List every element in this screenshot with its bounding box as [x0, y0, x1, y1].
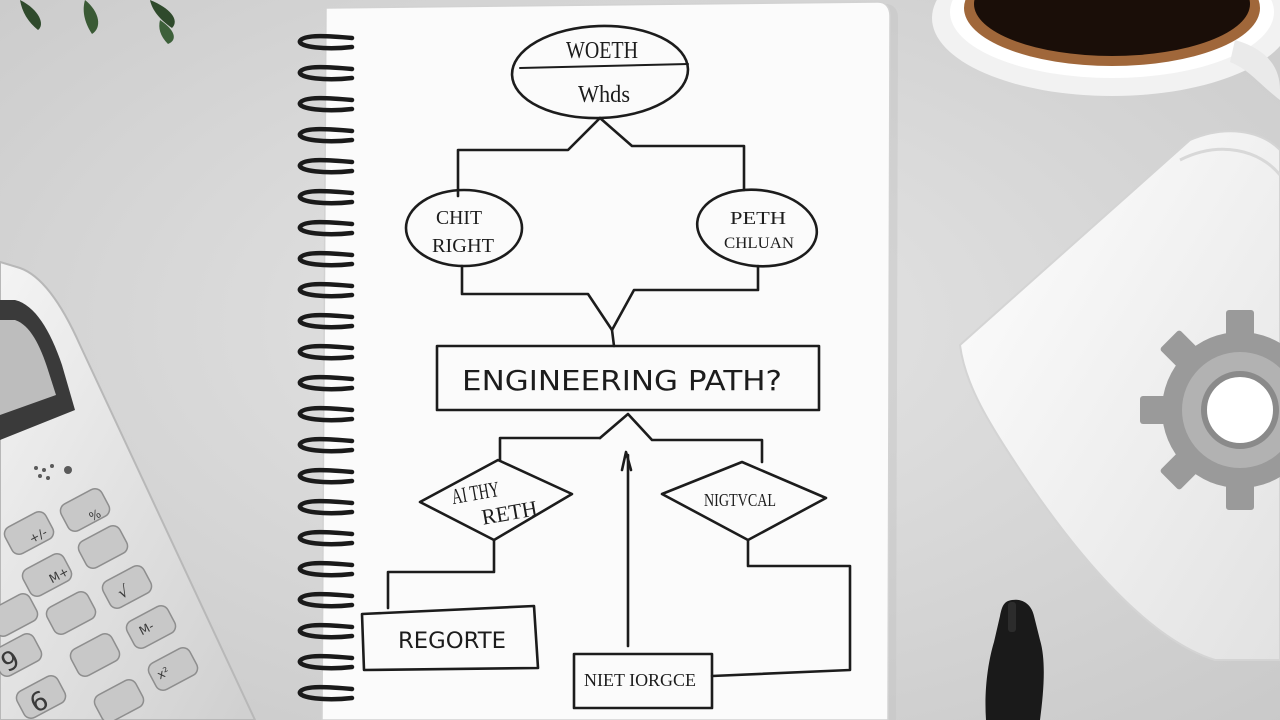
spiral-ring [297, 653, 355, 671]
spiral-ring [297, 126, 355, 144]
spiral-ring [297, 281, 355, 299]
bottom-box-label: NIET IORGCE [584, 670, 696, 690]
spiral-ring [297, 467, 355, 485]
spiral-ring [297, 405, 355, 423]
right-node-line2: CHLUAN [724, 235, 794, 252]
spiral-ring [297, 374, 355, 392]
spiral-ring [297, 250, 355, 268]
gear-icon [1140, 310, 1280, 510]
flowchart [360, 24, 852, 710]
spiral-ring [297, 33, 355, 51]
left-box [360, 604, 540, 672]
left-box-label: REGORTE [398, 629, 506, 654]
right-diamond [660, 460, 828, 542]
spiral-ring [297, 343, 355, 361]
pen [985, 599, 1044, 720]
spiral-ring [297, 622, 355, 640]
center-box-label: ENGINEERING PATH? [462, 364, 782, 397]
spiral-ring [297, 64, 355, 82]
left-node [404, 188, 524, 268]
center-box [435, 344, 821, 412]
left-node-line1: CHIT [436, 207, 482, 229]
spiral-ring [297, 560, 355, 578]
bottom-box [572, 652, 714, 710]
gear-mug [958, 130, 1280, 661]
spiral-ring [297, 591, 355, 609]
spiral-ring [297, 529, 355, 547]
spiral-ring [297, 188, 355, 206]
flowchart-labels: WOETH Whds CHIT RIGHT PETH CHLUAN ENGINE… [398, 38, 794, 690]
left-node-line2: RIGHT [432, 235, 494, 257]
calculator-keys [0, 488, 199, 720]
coffee-cup [932, 0, 1280, 100]
spiral-ring [297, 498, 355, 516]
calc-key-mminus: M- [137, 619, 157, 638]
spiral-ring [297, 157, 355, 175]
spiral-binding [297, 33, 355, 702]
notebook [321, 1, 898, 720]
top-node-line1: WOETH [566, 38, 638, 64]
spiral-ring [297, 95, 355, 113]
plant-leaves [20, 0, 175, 44]
left-diamond [418, 458, 574, 542]
calculator: 9 6 +/- √ % M+ M- x² [0, 260, 257, 720]
spiral-ring [297, 312, 355, 330]
right-node [695, 188, 819, 268]
top-node-line2: Whds [578, 82, 630, 108]
right-diamond-label: NIGTVCAL [704, 490, 776, 510]
right-node-line1: PETH [730, 208, 786, 228]
spiral-ring [297, 219, 355, 237]
spiral-ring [297, 436, 355, 454]
spiral-ring [297, 684, 355, 702]
